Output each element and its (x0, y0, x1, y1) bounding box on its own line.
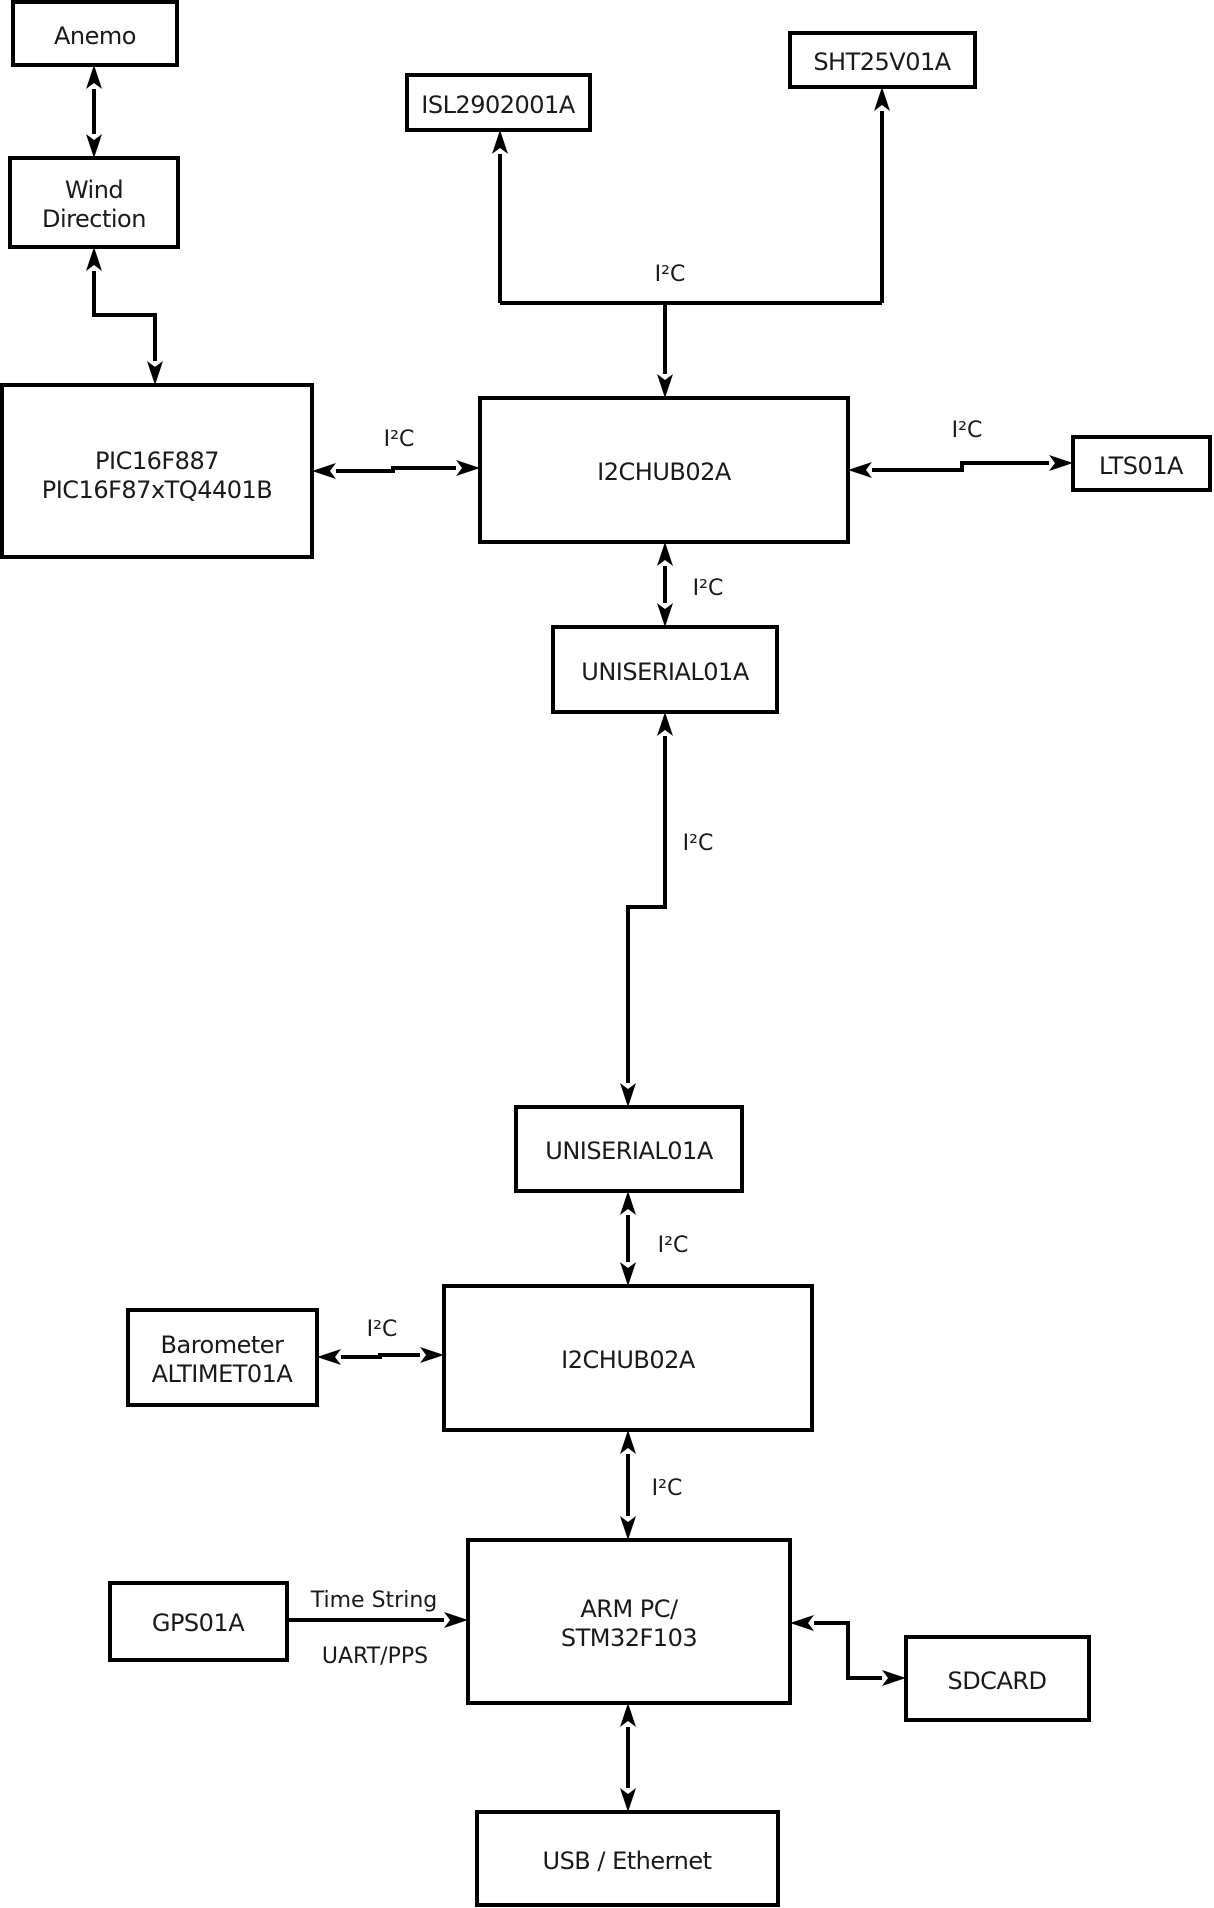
barometer-label-line1: Barometer (161, 1331, 285, 1359)
sht25v01a-box (788, 31, 977, 89)
edge-arm-sdcard (790, 1615, 906, 1686)
usb-ethernet-box (475, 1810, 780, 1907)
pic16f887-label-line2: PIC16F87xTQ4401B (42, 476, 273, 504)
edge-label-i2c-hub2-arm: I²C (652, 1476, 683, 1501)
gps01a-box (108, 1581, 289, 1662)
usb-ethernet-node: USB / Ethernet (475, 1810, 780, 1907)
usb-ethernet-label: USB / Ethernet (543, 1847, 712, 1875)
i2chub-top-node: I2CHUB02A (478, 396, 850, 544)
anemo-box (11, 0, 179, 67)
wind-direction-label-line2: Direction (42, 205, 146, 233)
edge-label-i2c-sensors: I²C (655, 262, 686, 287)
edge-label-i2c-hub-uniserial: I²C (693, 576, 724, 601)
uniserial-lower-label: UNISERIAL01A (545, 1137, 714, 1165)
sdcard-label: SDCARD (947, 1667, 1046, 1695)
gps01a-node: GPS01A (108, 1581, 289, 1662)
wind-direction-label-line1: Wind (65, 176, 123, 204)
lts01a-box (1071, 435, 1212, 492)
uniserial-upper-label: UNISERIAL01A (581, 658, 750, 686)
edge-uniserial-link (620, 712, 673, 1107)
edge-label-i2c-barometer-hub2: I²C (367, 1317, 398, 1342)
wind-direction-node: Wind Direction (8, 156, 180, 249)
sht25v01a-node: SHT25V01A (788, 31, 977, 89)
isl2902001a-box (405, 73, 592, 132)
anemo-node: Anemo (11, 0, 179, 67)
uniserial-upper-box (551, 625, 779, 714)
pic16f887-node: PIC16F887 PIC16F87xTQ4401B (0, 383, 314, 559)
pic16f887-box (0, 383, 314, 559)
edge-label-time-string: Time String (310, 1588, 438, 1613)
lts01a-label: LTS01A (1099, 452, 1184, 480)
wind-direction-box (8, 156, 180, 249)
uniserial-upper-node: UNISERIAL01A (551, 625, 779, 714)
i2chub-bottom-label: I2CHUB02A (561, 1346, 696, 1374)
isl2902001a-label: ISL2902001A (421, 91, 576, 119)
i2chub-top-box (478, 396, 850, 544)
barometer-node: Barometer ALTIMET01A (126, 1308, 319, 1407)
arm-pc-box (466, 1538, 792, 1705)
gps01a-label: GPS01A (152, 1609, 245, 1637)
isl2902001a-node: ISL2902001A (405, 73, 592, 132)
edge-wind-pic (86, 247, 163, 385)
barometer-box (126, 1308, 319, 1407)
i2chub-bottom-node: I2CHUB02A (442, 1284, 814, 1432)
sht25v01a-label: SHT25V01A (813, 48, 951, 76)
i2chub-top-label: I2CHUB02A (597, 458, 732, 486)
uniserial-lower-box (514, 1105, 744, 1193)
i2chub-bottom-box (442, 1284, 814, 1432)
pic16f887-label-line1: PIC16F887 (95, 447, 219, 475)
arm-pc-label-line2: STM32F103 (561, 1624, 697, 1652)
anemo-label: Anemo (54, 22, 136, 50)
edge-label-i2c-uniserial-link: I²C (683, 831, 714, 856)
edge-pic-hub (312, 460, 480, 479)
arm-pc-node: ARM PC/ STM32F103 (466, 1538, 792, 1705)
edge-label-uart-pps: UART/PPS (322, 1644, 428, 1669)
arm-pc-label-line1: ARM PC/ (580, 1595, 679, 1623)
lts01a-node: LTS01A (1071, 435, 1212, 492)
barometer-label-line2: ALTIMET01A (152, 1360, 294, 1388)
edge-label-i2c-pic-hub: I²C (384, 427, 415, 452)
sdcard-box (904, 1635, 1091, 1722)
edge-label-i2c-hub-lts: I²C (952, 418, 983, 443)
edge-hub-lts (848, 455, 1073, 478)
sdcard-node: SDCARD (904, 1635, 1091, 1722)
uniserial-lower-node: UNISERIAL01A (514, 1105, 744, 1193)
edge-barometer-hub2 (317, 1347, 444, 1365)
edge-label-i2c-uniserial-hub2: I²C (658, 1233, 689, 1258)
